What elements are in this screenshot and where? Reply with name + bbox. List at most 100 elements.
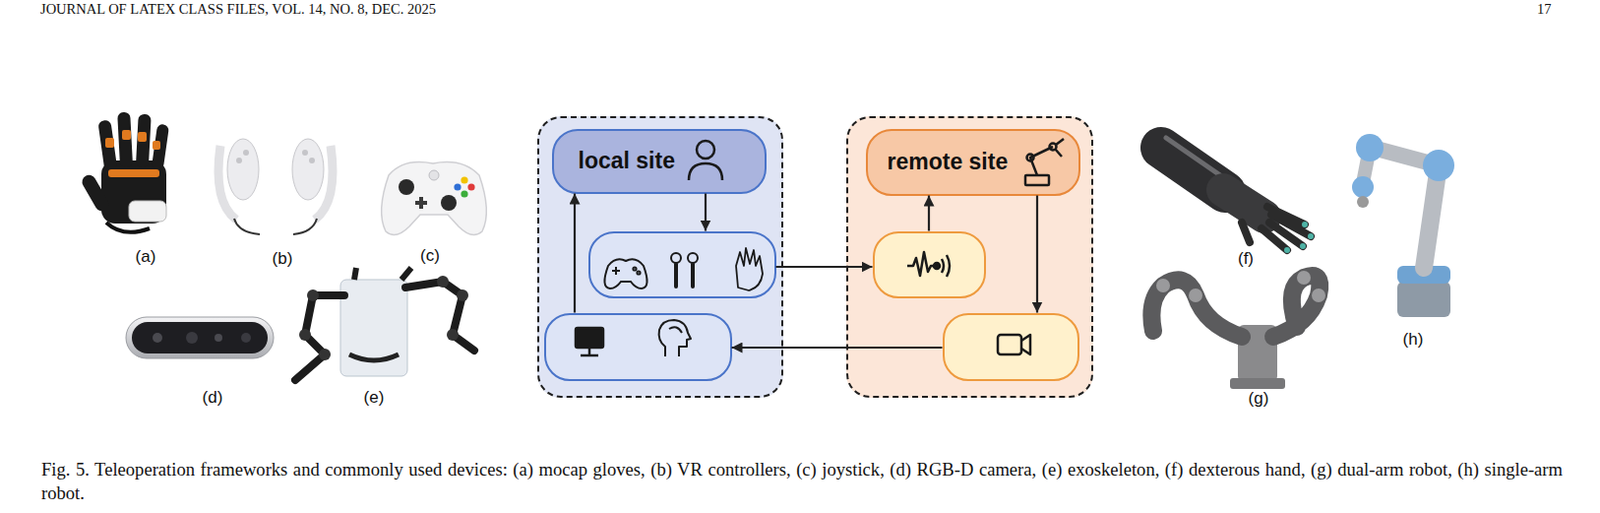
exoskeleton bbox=[456, 289, 469, 302]
device-label: (c) bbox=[420, 246, 440, 266]
dual-arm-robot bbox=[1156, 278, 1170, 293]
glove-icon bbox=[736, 247, 763, 291]
vr-headset-icon bbox=[669, 326, 682, 333]
joystick bbox=[415, 196, 428, 209]
exoskeleton bbox=[299, 328, 311, 341]
vr-headset-icon bbox=[659, 319, 691, 357]
mocap-glove bbox=[101, 160, 167, 224]
device-label: (e) bbox=[364, 387, 385, 408]
vr-controllers bbox=[302, 149, 308, 156]
monitor-icon bbox=[580, 347, 599, 356]
device-label: (g) bbox=[1248, 388, 1270, 409]
exoskeleton bbox=[446, 328, 459, 341]
exoskeleton bbox=[405, 281, 475, 351]
joystick bbox=[429, 170, 439, 181]
signal-icon bbox=[907, 251, 934, 276]
single-arm-robot bbox=[1355, 133, 1384, 162]
gamepad-icon bbox=[632, 266, 636, 270]
joystick bbox=[398, 179, 415, 195]
exoskeleton bbox=[318, 348, 331, 361]
glove-icon bbox=[736, 247, 763, 291]
dual-arm-robot bbox=[1296, 270, 1311, 285]
dexterous-hand bbox=[1307, 233, 1314, 240]
vr-controllers bbox=[314, 145, 333, 220]
vr-controllers bbox=[308, 157, 315, 164]
vr-controllers bbox=[218, 138, 333, 235]
flow-arrow bbox=[1036, 195, 1039, 313]
dual-arm-robot bbox=[1151, 279, 1242, 337]
single-arm-robot bbox=[1372, 147, 1439, 166]
vr-controller-icon bbox=[676, 263, 693, 287]
joystick bbox=[460, 189, 468, 197]
vr-controller-icon bbox=[671, 252, 681, 263]
dual-arm-robot bbox=[1230, 377, 1286, 389]
mocap-glove bbox=[106, 222, 150, 233]
signal-icon bbox=[941, 254, 950, 277]
mocap-glove bbox=[128, 200, 167, 222]
robot-arm-icon bbox=[1049, 143, 1057, 151]
robot-arm-icon bbox=[1025, 175, 1049, 185]
vr-controllers bbox=[236, 157, 243, 164]
signal-box bbox=[872, 231, 986, 299]
mocap-glove bbox=[108, 169, 160, 178]
mocap-glove bbox=[135, 114, 152, 169]
person-icon bbox=[688, 163, 723, 181]
dexterous-hand bbox=[1166, 137, 1221, 176]
exoskeleton bbox=[354, 267, 412, 280]
vr-controllers bbox=[218, 145, 237, 220]
running-header: JOURNAL OF LATEX CLASS FILES, VOL. 14, N… bbox=[40, 0, 436, 18]
rgbd-camera bbox=[131, 321, 268, 354]
flow-arrow bbox=[573, 193, 576, 313]
vr-headset-icon bbox=[659, 319, 691, 357]
vr-controllers bbox=[227, 138, 259, 200]
camera-box bbox=[942, 312, 1080, 381]
feedback-display-box bbox=[544, 312, 733, 381]
dexterous-hand bbox=[1301, 221, 1308, 228]
mocap-glove bbox=[137, 131, 147, 142]
joystick bbox=[440, 194, 457, 211]
exoskeleton bbox=[349, 354, 399, 361]
mocap-glove bbox=[151, 123, 170, 171]
gamepad-icon bbox=[604, 258, 647, 289]
vr-controllers bbox=[293, 218, 317, 235]
robot-arm-icon bbox=[1030, 146, 1053, 176]
person-icon bbox=[696, 140, 715, 159]
robot-arm-icon bbox=[1025, 138, 1064, 185]
exoskeleton bbox=[340, 279, 408, 376]
device-label: (h) bbox=[1403, 329, 1424, 350]
flow-arrow bbox=[704, 193, 707, 232]
single-arm-robot bbox=[1397, 265, 1451, 284]
mocap-glove bbox=[105, 137, 115, 148]
dual-arm-robot bbox=[1151, 270, 1326, 389]
rgbd-camera bbox=[125, 316, 274, 359]
dexterous-hand bbox=[1241, 206, 1311, 250]
remote-site-box: remote site bbox=[865, 128, 1081, 196]
single-arm-robot bbox=[1356, 195, 1369, 208]
rgbd-camera bbox=[214, 333, 223, 342]
mocap-glove bbox=[117, 112, 133, 169]
rgbd-camera bbox=[185, 331, 198, 344]
flow-arrow bbox=[776, 265, 873, 268]
robot-arm-icon bbox=[1027, 154, 1035, 162]
rgbd-camera bbox=[152, 332, 163, 343]
person-icon bbox=[688, 140, 723, 181]
vr-controller-icon bbox=[671, 252, 698, 287]
site-label: local site bbox=[578, 147, 676, 175]
joystick bbox=[381, 162, 488, 236]
vr-controllers bbox=[234, 218, 260, 235]
page-number: 17 bbox=[1537, 0, 1552, 18]
vr-controller-icon bbox=[687, 252, 698, 263]
robot-arm-icon bbox=[1054, 138, 1064, 157]
device-label: (b) bbox=[272, 248, 294, 269]
figure-caption: Fig. 5. Teleoperation frameworks and com… bbox=[41, 457, 1563, 505]
single-arm-robot bbox=[1352, 133, 1455, 317]
flow-arrow bbox=[927, 195, 930, 232]
single-arm-robot bbox=[1352, 176, 1374, 198]
joystick bbox=[467, 183, 475, 190]
dexterous-hand bbox=[1161, 147, 1226, 192]
camera-icon bbox=[1021, 334, 1031, 355]
dexterous-hand bbox=[1284, 246, 1291, 253]
gamepad-icon bbox=[612, 266, 620, 275]
